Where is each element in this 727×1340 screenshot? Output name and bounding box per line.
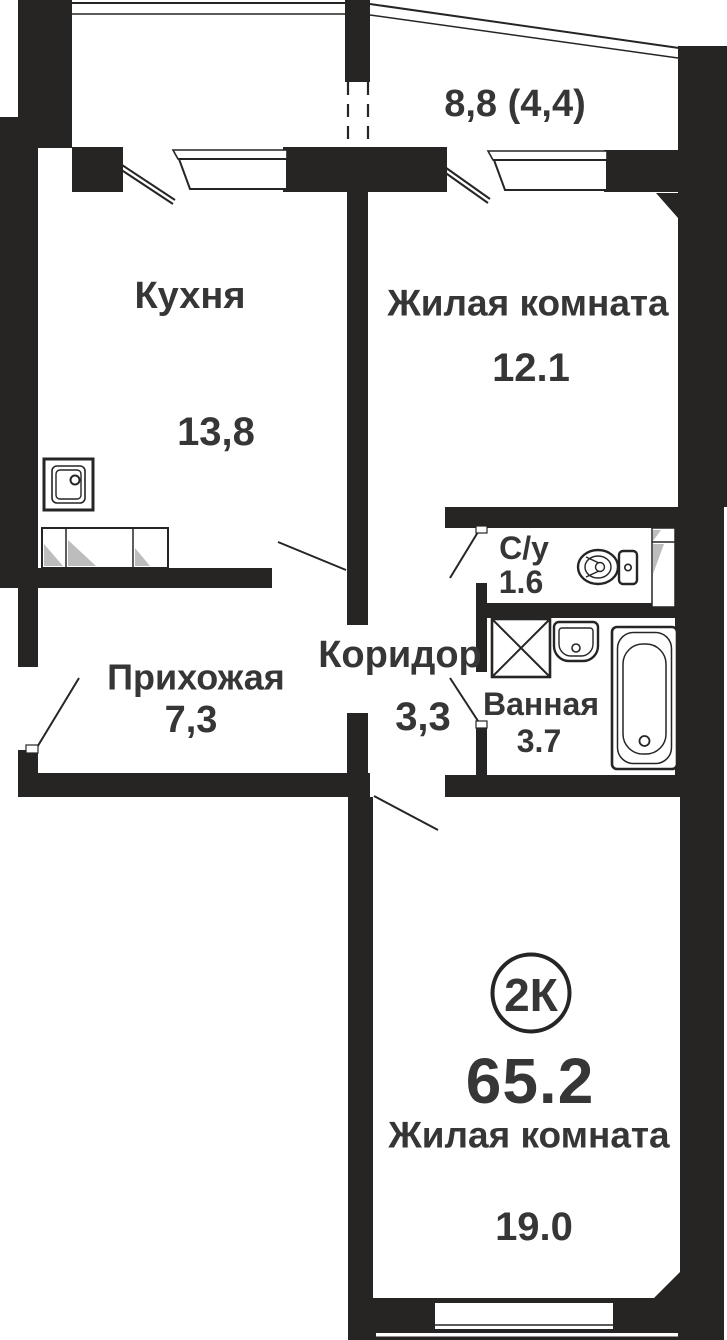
bathroom-area: 3.7 — [517, 723, 561, 759]
bathroom-door-jamb — [475, 720, 488, 729]
hallway-area: 7,3 — [165, 699, 218, 741]
kitchen-area: 13,8 — [177, 410, 255, 454]
wall-bottom-outer-gap — [376, 1333, 678, 1337]
kitchen-label: Кухня — [134, 275, 245, 317]
wall-bathroom-left-upper — [476, 583, 487, 672]
wc-door-jamb — [475, 525, 488, 534]
vent-shaft-hatch-top — [653, 530, 661, 541]
wall-room2-right — [680, 797, 724, 1340]
labels: 8,8 (4,4) Кухня 13,8 Жилая комната 12.1 … — [107, 83, 670, 1249]
kitchen-counter-shade-1 — [44, 544, 63, 566]
wall-bathroom-left-lower — [476, 723, 487, 777]
toilet-flush — [594, 561, 606, 573]
living-room-bottom-area: 19.0 — [495, 1205, 573, 1249]
wall-left-main — [0, 117, 38, 588]
vent-shaft — [651, 527, 676, 608]
kitchen-door-swing — [277, 541, 347, 571]
living-window — [492, 159, 608, 191]
bathtub-drain — [638, 735, 651, 747]
living-room-top-area: 12.1 — [492, 346, 570, 390]
apartment-summary: 2К 65.2 — [466, 952, 595, 1117]
wc-area: 1.6 — [499, 564, 543, 600]
corridor-label: Коридор — [318, 634, 482, 676]
living-room-bottom-label: Жилая комната — [387, 1115, 670, 1156]
wall-window-left — [72, 147, 123, 192]
hallway-label: Прихожая — [107, 657, 285, 698]
bathroom-sink-inner — [558, 627, 594, 657]
wc-door-swing — [449, 531, 479, 579]
wall-left-mid — [18, 588, 38, 667]
wall-bathroom-bottom — [445, 775, 727, 797]
kitchen-counter-shade-3 — [135, 548, 150, 566]
entrance-door-jamb — [25, 744, 39, 754]
wall-window-right — [604, 150, 680, 192]
bathroom-door-swing — [449, 677, 479, 722]
living-window-sill — [486, 150, 608, 161]
bathtub-basin — [622, 643, 667, 755]
washing-machine-cross-2 — [491, 618, 551, 678]
kitchen-balcony-door-leaf-2 — [119, 168, 174, 205]
wall-wc-top — [445, 507, 727, 528]
living-room-top-label: Жилая комната — [386, 283, 669, 324]
wall-right-outer-gap — [724, 507, 727, 1298]
toilet-line-1 — [585, 556, 600, 564]
kitchen-fixtures — [41, 457, 169, 569]
wall-right-top — [678, 46, 727, 193]
wall-right-upper — [656, 193, 727, 507]
wall-hallway-corridor — [347, 713, 368, 773]
wc-fixtures — [576, 548, 639, 586]
kitchen-sink-drain — [69, 474, 81, 486]
corridor-area: 3,3 — [395, 695, 451, 739]
balcony-outline — [0, 2, 680, 148]
living-balcony-door-leaf-1 — [441, 164, 491, 200]
doors — [25, 164, 491, 831]
wall-wc-bathroom — [477, 603, 675, 618]
balcony-area-label: 8,8 (4,4) — [444, 83, 586, 125]
vent-shaft-hatch-bottom — [653, 544, 664, 574]
total-area-value: 65.2 — [466, 1045, 595, 1117]
room2-door-swing — [373, 795, 439, 831]
entrance-door-swing — [35, 677, 80, 750]
rooms-count-badge — [490, 952, 572, 1034]
bathroom-sink-drain — [571, 643, 581, 653]
toilet-tank-button — [623, 563, 632, 572]
wall-kitchen-living-divider — [347, 192, 368, 625]
bathroom-fixtures — [490, 617, 679, 771]
wc-label: С/у — [499, 530, 549, 566]
wall-room2-chamfer — [654, 1272, 680, 1298]
kitchen-counter-shade-2 — [68, 540, 96, 566]
balcony-inner-line-right — [369, 14, 679, 59]
bathroom-label: Ванная — [483, 686, 599, 722]
wall-hallway-bottom — [18, 773, 370, 797]
kitchen-counter — [41, 527, 169, 569]
living-balcony-door-leaf-2 — [439, 168, 489, 204]
windows — [171, 149, 615, 1331]
wall-balcony-pillar — [345, 0, 370, 82]
kitchen-window — [177, 158, 288, 190]
rooms-count-label: 2К — [504, 969, 559, 1021]
wall-right-mid — [675, 528, 727, 775]
toilet-line-2 — [585, 570, 600, 578]
wall-window-center — [283, 147, 447, 192]
kitchen-balcony-door-leaf-1 — [121, 164, 176, 201]
bottom-window — [433, 1301, 615, 1331]
kitchen-window-sill — [171, 149, 288, 160]
balcony-outer-line-right — [369, 3, 680, 49]
wall-kitchen-bottom — [0, 568, 272, 588]
vent-shaft-box — [651, 527, 676, 608]
wall-room2-left — [348, 797, 373, 1340]
